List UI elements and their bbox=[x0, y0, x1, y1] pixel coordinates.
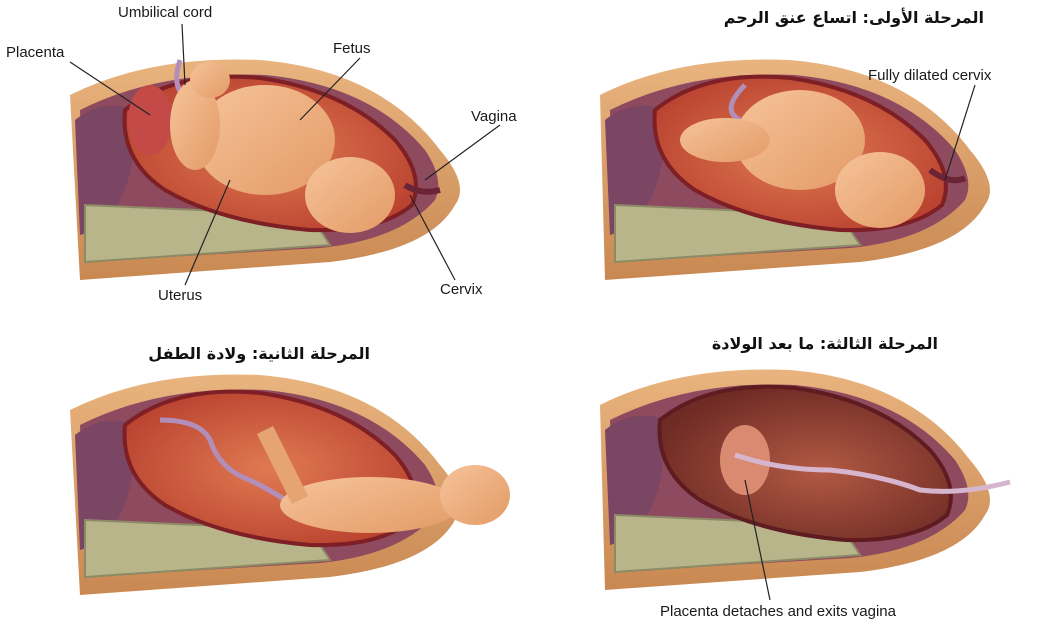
label-placenta-exits: Placenta detaches and exits vagina bbox=[660, 603, 896, 620]
heading-stage2: المرحلة الثانية: ولادة الطفل bbox=[95, 344, 370, 363]
placenta-shape bbox=[128, 85, 172, 155]
panel-stage2-birth bbox=[70, 374, 510, 595]
label-placenta: Placenta bbox=[6, 44, 64, 61]
panel-stage1-before bbox=[70, 24, 500, 285]
label-uterus: Uterus bbox=[158, 287, 202, 304]
label-fully-dilated-cervix: Fully dilated cervix bbox=[868, 67, 991, 84]
label-umbilical-cord: Umbilical cord bbox=[118, 4, 212, 21]
panel-stage1-dilation bbox=[600, 59, 990, 280]
heading-stage1: المرحلة الأولى: اتساع عنق الرحم bbox=[624, 8, 984, 27]
label-cervix: Cervix bbox=[440, 281, 483, 298]
panel-stage3-afterbirth bbox=[600, 369, 1010, 600]
heading-stage3: المرحلة الثالثة: ما بعد الولادة bbox=[638, 334, 938, 353]
label-vagina: Vagina bbox=[471, 108, 517, 125]
label-fetus: Fetus bbox=[333, 40, 371, 57]
